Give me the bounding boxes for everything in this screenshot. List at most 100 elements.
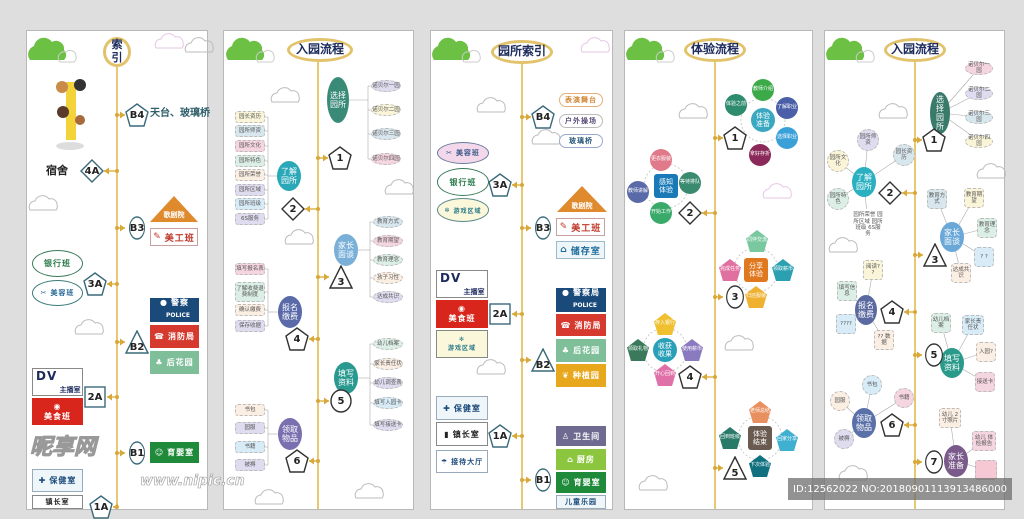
enrollment-bubble: ?? 数据: [874, 330, 894, 350]
step-marker-pent: 1A: [488, 424, 512, 448]
marker-label: B3: [129, 222, 145, 234]
enrollment-bubble: 园服: [830, 391, 850, 411]
experience-substep: 选择职业: [776, 127, 798, 149]
marker-label: 3: [931, 254, 939, 266]
pent-marker-icon: [678, 365, 702, 389]
bank-class-label: 银行班: [449, 177, 477, 187]
step-oval: 报名缴费: [278, 296, 302, 328]
reception-hall-icon: ☂: [440, 457, 449, 466]
experience-substep: 使用薪币: [681, 339, 703, 361]
pent-marker-icon: [125, 103, 149, 127]
experience-substep: 同伴交流: [746, 230, 768, 252]
enrollment-item: 达成共识: [373, 291, 403, 303]
health-room-icon: ✚: [443, 403, 451, 413]
enrollment-bubble: 幼儿 体检报告: [972, 431, 996, 451]
step-marker-pent: 3A: [488, 173, 512, 197]
nursery-icon: ☺: [561, 478, 571, 487]
bank-class: 银行班: [437, 168, 489, 196]
experience-substep: 等待排队: [679, 172, 701, 194]
marker-label: 5: [337, 395, 345, 407]
dia-marker-icon: [281, 197, 305, 221]
marker-label: 7: [930, 456, 938, 468]
experience-stage: 分享体验: [744, 258, 768, 282]
marker-label: B4: [129, 109, 145, 121]
enrollment-item: 园长资历: [235, 111, 265, 123]
step-oval: 领取物品: [852, 408, 876, 438]
pent-marker-icon: [531, 105, 555, 129]
pent-marker-icon: [880, 300, 904, 324]
tri-marker-icon: [531, 348, 555, 372]
fire-station: ☎消防局: [556, 314, 606, 336]
pent-marker-icon: [488, 173, 512, 197]
beauty-class-label: 美容班: [455, 149, 480, 157]
step-marker-circ: 5: [329, 389, 353, 413]
anchor-label: 主播室: [463, 287, 485, 296]
enrollment-item: 孩子习性: [373, 272, 403, 284]
enrollment-bubble: 被褥: [834, 429, 854, 449]
art-class-label: 美工班: [164, 233, 195, 244]
pent-marker-icon: [328, 146, 352, 170]
step-oval: 了解园所: [852, 167, 876, 197]
food-class-label: 美食班: [448, 314, 476, 323]
circ-marker-icon: [128, 441, 146, 465]
nursery: ☺育婴室: [150, 442, 199, 463]
food-class-icon: ◉: [53, 401, 62, 411]
marker-label: 4: [293, 333, 301, 345]
mayor-room: 镇长室: [32, 495, 83, 509]
nursery-icon: ☺: [154, 448, 165, 457]
campus-index-title: 园所索引: [491, 40, 553, 64]
enrollment-item: 诺贝尔三园: [371, 128, 401, 140]
health-room-label: 保健室: [453, 403, 481, 413]
enrollment-item: 园所班级: [235, 198, 265, 210]
enrollment-item: 家长责任状: [373, 358, 403, 370]
step-marker-pent: 1: [723, 126, 747, 150]
experience-substep: 存入银行: [654, 313, 676, 335]
health-room-label: 保健室: [49, 476, 77, 485]
enrollment-bubble: 教育方式: [927, 189, 947, 209]
mayor-room-label: 镇长室: [452, 429, 480, 439]
marker-label: 4: [888, 306, 896, 318]
enrollment-bubble: ????: [836, 314, 856, 334]
watermark-url: www.nipic.cn: [140, 473, 245, 489]
game-area-2-label: 游戏区域: [447, 345, 476, 352]
circ-marker-icon: [330, 389, 352, 413]
mayor-room: ▮镇长室: [436, 422, 488, 446]
step-marker-circ: B3: [128, 216, 146, 240]
kitchen: ⌂厨房: [556, 449, 606, 470]
experience-stage: 体验结束: [748, 426, 772, 450]
step-marker-tri: 3: [923, 243, 947, 267]
enrollment-item: 保存收据: [235, 320, 265, 332]
step-marker-pent: 4: [678, 365, 702, 389]
experience-substep: 回家分享: [776, 429, 798, 451]
pent-marker-icon: [922, 128, 946, 152]
enrollment-title: 入园流程: [287, 38, 353, 62]
tri-marker-icon: [125, 330, 149, 354]
enrollment-item: 书籍: [235, 441, 265, 453]
back-garden-icon: ♣: [561, 346, 571, 355]
step-marker-dia: 2: [678, 201, 702, 225]
enrollment-bubble: 幼儿 2寸照片: [939, 408, 961, 428]
experience-substep: 教师讲解: [627, 181, 649, 203]
beauty-class: ✂美容班: [437, 142, 489, 164]
enrollment-item: 园所特色: [235, 155, 265, 167]
enrollment-item: 诺贝尔二园: [371, 104, 401, 116]
experience-substep: 开始工作: [650, 202, 672, 224]
dia-marker-icon: [80, 159, 104, 183]
step-oval: 家长准备: [944, 445, 968, 477]
police-station: ●警察局: [556, 288, 606, 312]
sq-marker-icon: [84, 386, 106, 408]
pent-marker-icon: [285, 327, 309, 351]
plant-garden-label: 种植园: [572, 371, 600, 380]
art-class-icon: ✎: [559, 222, 569, 232]
dv-room-label: DV: [36, 369, 58, 383]
enrollment-item: 幼儿档案: [373, 338, 403, 350]
step-marker-pent: 6: [285, 449, 309, 473]
dv-room-label: DV: [440, 271, 462, 285]
dia-marker-icon: [678, 201, 702, 225]
tag-glass-label: 玻璃桥: [569, 137, 593, 145]
step-marker-pent: 6: [880, 413, 904, 437]
dv-room: DV: [32, 368, 83, 396]
enrollment-bubble: 园所荣誉 园所区域 园所班级 6S服务: [853, 209, 883, 241]
enrollment-bubble: 教育理念: [977, 218, 997, 238]
experience-substep: 开心回到: [654, 364, 676, 386]
